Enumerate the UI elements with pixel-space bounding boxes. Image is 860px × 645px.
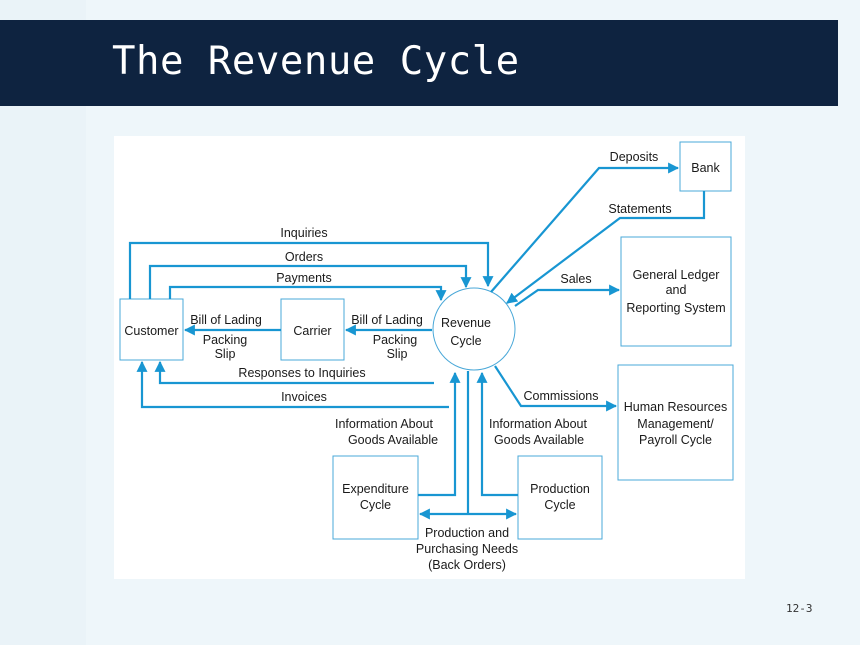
expenditure-to-revenue-arrow <box>418 371 461 497</box>
expenditure-label-2: Cycle <box>360 498 391 512</box>
commissions-label: Commissions <box>523 389 598 403</box>
hr-label-1: Human Resources <box>624 400 728 414</box>
info-left-label-2: Goods Available <box>348 433 438 447</box>
needs-label-1: Production and <box>425 526 509 540</box>
payments-label: Payments <box>276 271 332 285</box>
slip-label-1: Slip <box>215 347 236 361</box>
diagram-canvas: Customer Carrier Revenue Cycle Bank Gene… <box>119 141 734 572</box>
needs-label-2: Purchasing Needs <box>416 542 518 556</box>
bill-of-lading-label-2: Bill of Lading <box>351 313 423 327</box>
invoices-label: Invoices <box>281 390 327 404</box>
responses-label: Responses to Inquiries <box>238 366 365 380</box>
hr-label-3: Payroll Cycle <box>639 433 712 447</box>
packing-label-1: Packing <box>203 333 248 347</box>
expenditure-label-1: Expenditure <box>342 482 409 496</box>
inquiries-arrow <box>128 241 494 299</box>
title-bar <box>0 20 838 106</box>
revenue-label-2: Cycle <box>450 334 481 348</box>
statements-label: Statements <box>608 202 671 216</box>
responses-arrow <box>154 360 434 385</box>
info-right-label-2: Goods Available <box>494 433 584 447</box>
expenditure-cycle-box <box>332 455 419 540</box>
payments-arrow <box>168 285 447 302</box>
bill-of-lading-label-1: Bill of Lading <box>190 313 262 327</box>
bank-label: Bank <box>691 161 720 175</box>
info-left-label-1: Information About <box>335 417 434 431</box>
commissions-arrow <box>494 365 618 412</box>
invoices-arrow <box>136 360 449 409</box>
inquiries-label: Inquiries <box>280 226 327 240</box>
gl-label-2: and <box>666 283 687 297</box>
slide-title: The Revenue Cycle <box>112 39 520 84</box>
revenue-label-1: Revenue <box>441 316 491 330</box>
carrier-box <box>280 298 345 361</box>
hr-label-2: Management/ <box>637 417 714 431</box>
statements-arrow <box>506 191 706 304</box>
production-label-1: Production <box>530 482 590 496</box>
gl-label-1: General Ledger <box>633 268 720 282</box>
needs-label-3: (Back Orders) <box>428 558 506 572</box>
slip-label-2: Slip <box>387 347 408 361</box>
gl-label-3: Reporting System <box>626 301 725 315</box>
customer-box <box>119 298 184 361</box>
carrier-label: Carrier <box>293 324 331 338</box>
orders-arrow <box>148 264 472 299</box>
sales-arrow <box>514 284 621 307</box>
orders-label: Orders <box>285 250 323 264</box>
page-number: 12-3 <box>786 602 813 615</box>
deposits-arrow <box>490 162 680 293</box>
production-label-2: Cycle <box>544 498 575 512</box>
production-to-revenue-arrow <box>476 371 518 497</box>
revenue-cycle-circle <box>432 287 516 371</box>
deposits-label: Deposits <box>610 150 659 164</box>
sales-label: Sales <box>560 272 591 286</box>
human-resources-box <box>617 364 734 481</box>
packing-label-2: Packing <box>373 333 418 347</box>
production-cycle-box <box>517 455 603 540</box>
general-ledger-box <box>620 236 732 347</box>
bank-box <box>679 141 732 192</box>
customer-label: Customer <box>124 324 178 338</box>
revenue-cycle-diagram: Customer Carrier Revenue Cycle Bank Gene… <box>114 136 745 579</box>
info-right-label-1: Information About <box>489 417 588 431</box>
